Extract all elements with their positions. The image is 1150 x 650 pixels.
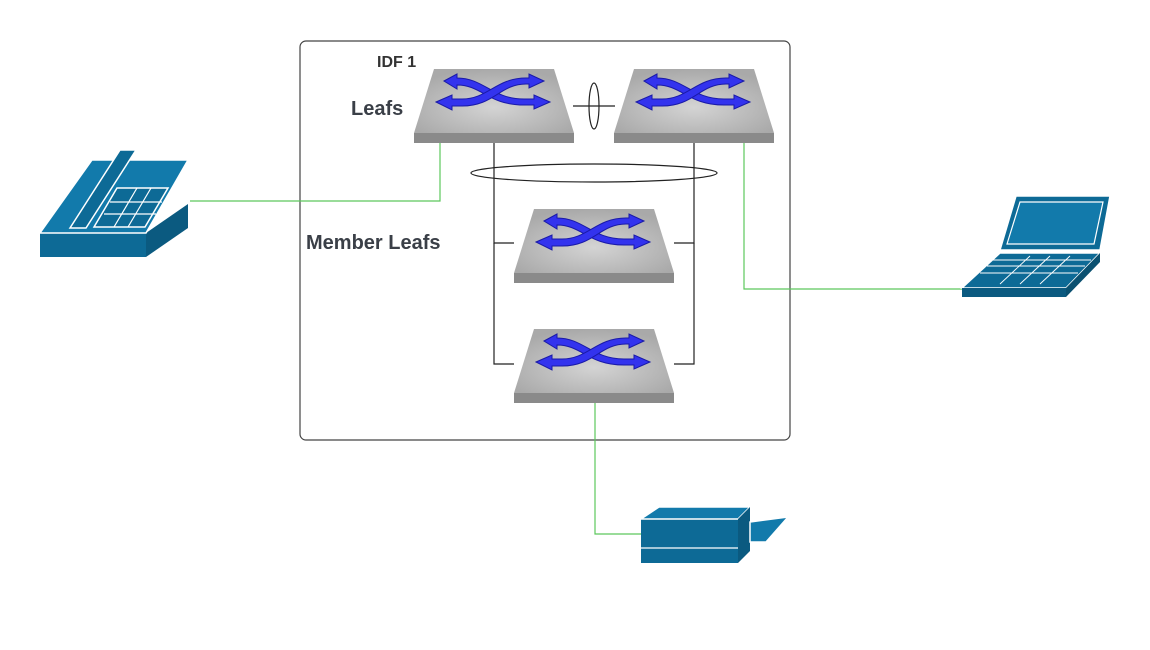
member-leaf-switch-1 bbox=[513, 208, 675, 284]
link-leaf2-member1 bbox=[674, 143, 695, 244]
lag-ellipse-uplinks bbox=[470, 163, 718, 183]
phone-icon bbox=[38, 149, 190, 257]
member-leafs-label: Member Leafs bbox=[306, 232, 441, 254]
laptop-icon bbox=[960, 195, 1111, 297]
idf-label: IDF 1 bbox=[377, 54, 417, 71]
lag-ellipse-peer bbox=[588, 82, 600, 130]
leaf-switch-1 bbox=[413, 68, 575, 144]
leaf-switch-2 bbox=[613, 68, 775, 144]
access-links bbox=[190, 143, 962, 535]
link-leaf1-phone bbox=[190, 143, 441, 202]
link-member2-printer bbox=[594, 403, 641, 535]
link-leaf1-member1 bbox=[493, 143, 514, 244]
link-leaf2-laptop bbox=[743, 143, 962, 290]
uplink-links bbox=[493, 105, 695, 365]
link-leaf2-member2 bbox=[674, 243, 695, 365]
printer-icon bbox=[638, 506, 790, 563]
idf-boundary bbox=[299, 40, 791, 441]
member-leaf-switch-2 bbox=[513, 328, 675, 404]
leafs-label: Leafs bbox=[351, 98, 404, 120]
link-leaf1-member2 bbox=[493, 243, 514, 365]
